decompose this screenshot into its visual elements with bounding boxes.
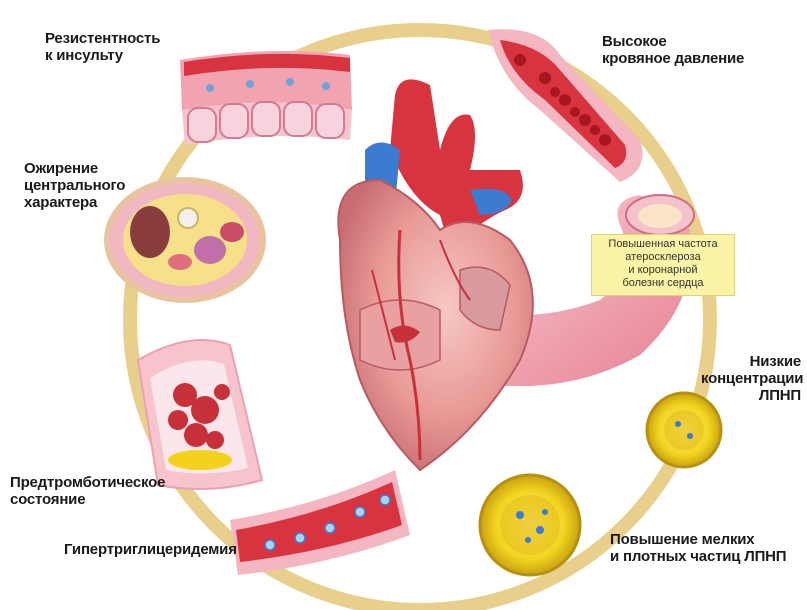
low-ldl-particle-illustration (647, 393, 721, 467)
prothrombotic-vessel-illustration (138, 340, 262, 489)
abdominal-cross-section-illustration (107, 180, 263, 300)
heart-illustration (338, 79, 533, 470)
small-dense-ldl-particle-illustration (480, 475, 580, 575)
atherosclerosis-callout: Повышенная частота атеросклероза и корон… (591, 234, 735, 296)
hypertriglyceridemia-vessel-illustration (230, 470, 410, 575)
stroke-tissue-illustration (180, 51, 352, 145)
prothrombotic-state-label: Предтромботическое состояние (10, 474, 165, 508)
central-obesity-label: Ожирение центрального характера (24, 160, 125, 211)
low-ldl-label: Низкие концентрации ЛПНП (701, 353, 801, 404)
stroke-resistance-label: Резистентность к инсульту (45, 30, 160, 64)
high-blood-pressure-label: Высокое кровяное давление (602, 33, 744, 67)
small-dense-ldl-label: Повышение мелких и плотных частиц ЛПНП (610, 531, 786, 565)
hypertriglyceridemia-label: Гипертриглицеридемия (64, 541, 237, 558)
